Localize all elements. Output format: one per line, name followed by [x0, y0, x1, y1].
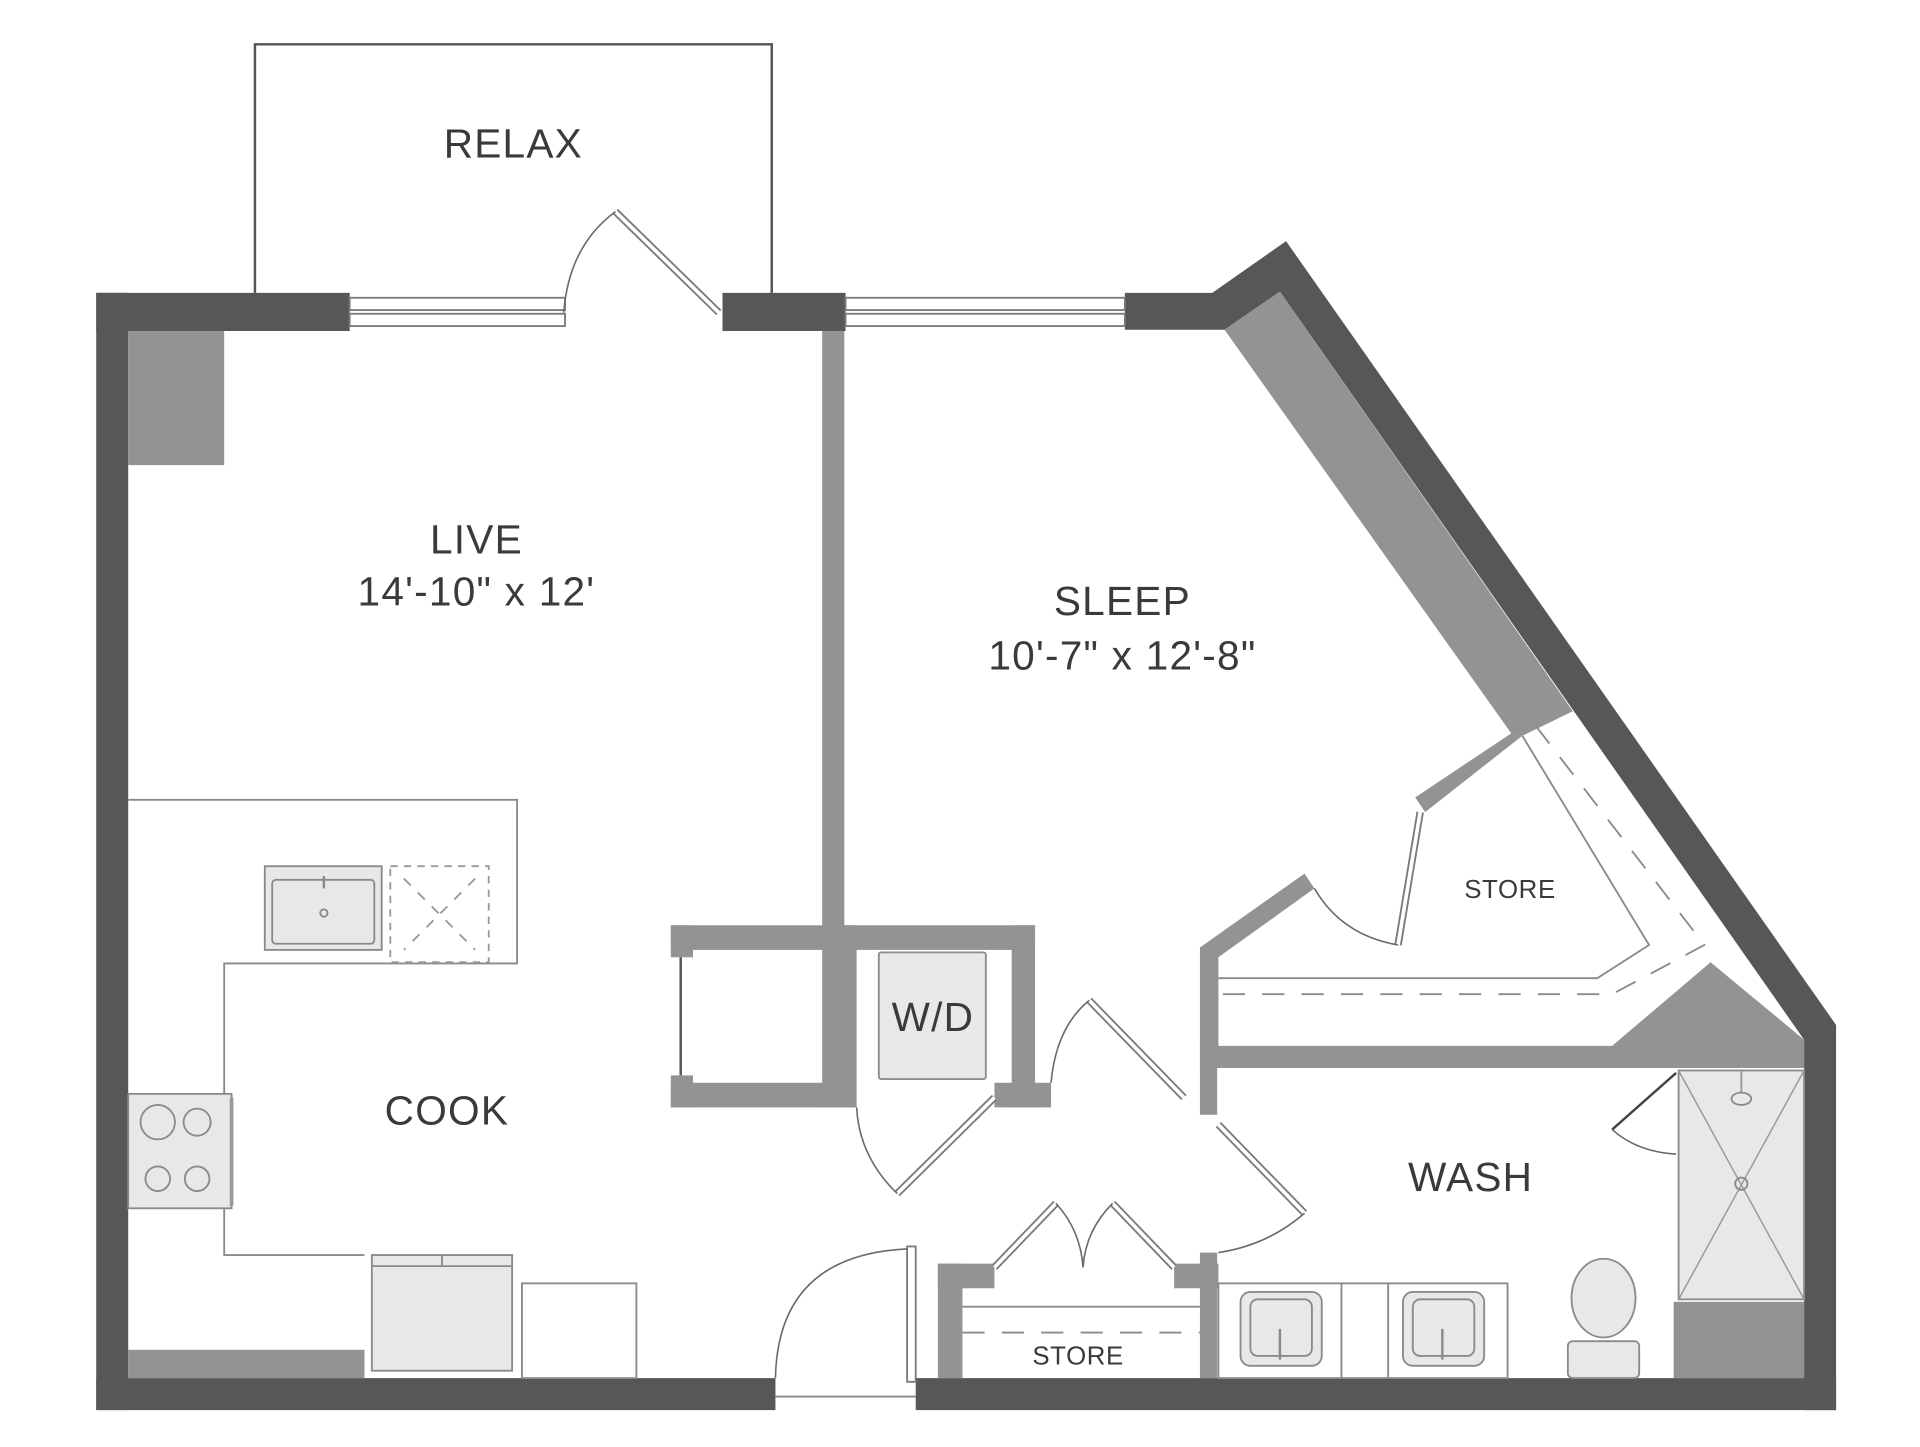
room-label-laundry: W/D — [892, 994, 975, 1040]
balcony-door — [563, 208, 722, 316]
dishwasher — [389, 865, 490, 964]
room-label-live: LIVE — [430, 517, 523, 563]
room-dimensions-live: 14'-10" x 12' — [358, 568, 596, 614]
room-dimensions-sleep: 10'-7" x 12'-8" — [988, 632, 1256, 678]
interior-walls — [128, 291, 1805, 1379]
entry-door — [774, 1245, 917, 1398]
bath-sink-1 — [1239, 1291, 1323, 1367]
bath-sink-2 — [1402, 1291, 1486, 1367]
exterior-walls — [96, 241, 1837, 1411]
shower — [1611, 1069, 1806, 1301]
room-label-relax: RELAX — [444, 120, 583, 166]
room-label-wash: WASH — [1408, 1154, 1533, 1200]
bathroom — [1217, 1069, 1806, 1380]
room-label-store-hall: STORE — [1032, 1343, 1124, 1371]
balcony-relax — [253, 43, 773, 293]
room-label-sleep: SLEEP — [1054, 578, 1191, 624]
kitchen — [127, 798, 638, 1380]
pantry-counter — [521, 1282, 638, 1380]
room-label-store-bedroom: STORE — [1464, 876, 1556, 904]
washer-dryer — [877, 951, 987, 1081]
bedroom-store — [1218, 725, 1706, 996]
range-cooktop — [127, 1092, 234, 1210]
laundry-closet — [679, 951, 998, 1197]
bedroom-door — [1050, 997, 1187, 1101]
bath-door — [1215, 1122, 1308, 1254]
kitchen-sink — [263, 865, 383, 951]
hall-store — [962, 1200, 1200, 1334]
room-label-cook: COOK — [385, 1088, 509, 1134]
refrigerator — [370, 1254, 514, 1372]
windows — [348, 296, 1126, 327]
toilet — [1566, 1257, 1641, 1380]
